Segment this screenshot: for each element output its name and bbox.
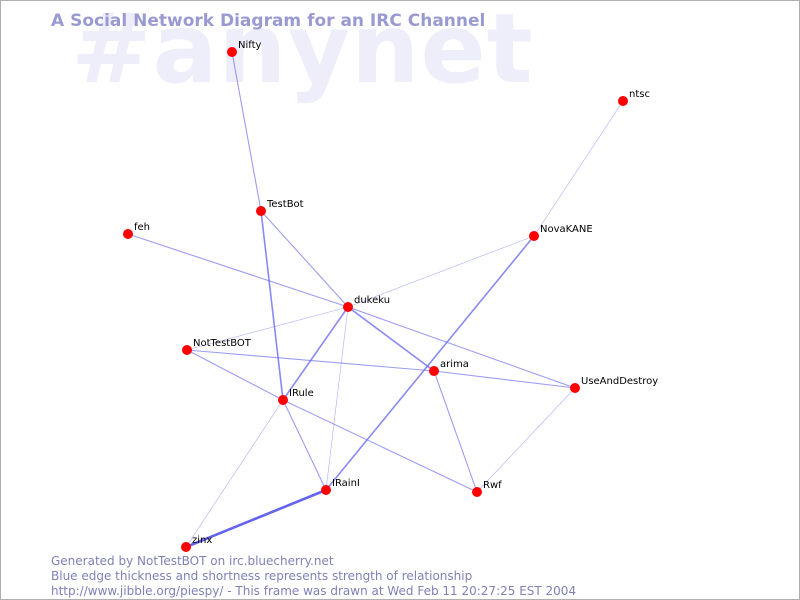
edge-testbot-dukeku <box>260 210 349 308</box>
node-dot <box>181 542 191 552</box>
node-label: IRule <box>289 388 314 399</box>
footer-generated-by: Generated by NotTestBOT on irc.bluecherr… <box>51 554 334 568</box>
edge-arima-rwf <box>433 370 478 493</box>
node-iraini: IRainI <box>321 478 360 495</box>
edge-irule-zinx <box>185 399 284 548</box>
edge-dukeku-irule <box>282 306 349 401</box>
node-dot <box>256 206 266 216</box>
node-dot <box>570 383 580 393</box>
node-zinx: zinx <box>181 535 212 552</box>
node-dot <box>182 345 192 355</box>
node-nottestbot: NotTestBOT <box>182 338 252 355</box>
footer: Generated by NotTestBOT on irc.bluecherr… <box>51 554 576 599</box>
edge-novakane-dukeku <box>347 235 535 308</box>
node-dot <box>472 487 482 497</box>
edge-feh-dukeku <box>127 233 349 308</box>
edge-nifty-testbot <box>231 51 262 212</box>
edge-dukeku-iraini <box>325 306 349 491</box>
node-dot <box>618 96 628 106</box>
node-label: IRainI <box>332 478 360 489</box>
node-label: feh <box>134 222 150 233</box>
node-ntsc: ntsc <box>618 89 650 106</box>
node-label: NotTestBOT <box>193 338 252 349</box>
node-label: arima <box>440 359 469 370</box>
node-novakane: NovaKANE <box>529 224 593 241</box>
edge-novakane-iraini <box>325 235 535 491</box>
edge-dukeku-arima <box>347 306 435 372</box>
edge-dukeku-useanddestroy <box>347 306 576 389</box>
node-dukeku: dukeku <box>343 295 390 312</box>
edge-nottestbot-irule <box>186 349 284 401</box>
edge-nottestbot-arima <box>186 349 435 372</box>
node-dot <box>429 366 439 376</box>
node-irule: IRule <box>278 388 314 405</box>
node-dot <box>123 229 133 239</box>
node-label: ntsc <box>629 89 650 100</box>
footer-credit-timestamp: http://www.jibble.org/piespy/ - This fra… <box>51 584 577 598</box>
edges-layer <box>127 51 624 549</box>
edge-irule-rwf <box>282 399 478 493</box>
diagram-title: A Social Network Diagram for an IRC Chan… <box>51 11 486 31</box>
node-dot <box>343 302 353 312</box>
node-dot <box>278 395 288 405</box>
edge-iraini-zinx <box>185 488 327 549</box>
node-label: NovaKANE <box>540 224 593 235</box>
node-rwf: Rwf <box>472 480 502 497</box>
node-useanddestroy: UseAndDestroy <box>570 376 658 393</box>
node-label: TestBot <box>266 199 304 210</box>
node-feh: feh <box>123 222 150 239</box>
edge-useanddestroy-rwf <box>476 387 576 493</box>
node-dot <box>321 485 331 495</box>
channel-watermark: #anynet <box>71 0 534 105</box>
footer-legend-note: Blue edge thickness and shortness repres… <box>51 569 473 583</box>
edge-testbot-irule <box>260 210 284 401</box>
edge-irule-iraini <box>282 399 327 491</box>
node-label: Nifty <box>238 40 262 51</box>
node-label: dukeku <box>354 295 390 306</box>
node-label: zinx <box>192 535 212 546</box>
node-nifty: Nifty <box>227 40 262 57</box>
node-dot <box>529 231 539 241</box>
node-label: Rwf <box>483 480 502 491</box>
node-testbot: TestBot <box>256 199 304 216</box>
edge-dukeku-nottestbot <box>186 306 349 351</box>
edge-ntsc-novakane <box>533 100 624 237</box>
node-arima: arima <box>429 359 469 376</box>
node-label: UseAndDestroy <box>581 376 658 387</box>
edge-arima-useanddestroy <box>433 370 576 389</box>
node-dot <box>227 47 237 57</box>
